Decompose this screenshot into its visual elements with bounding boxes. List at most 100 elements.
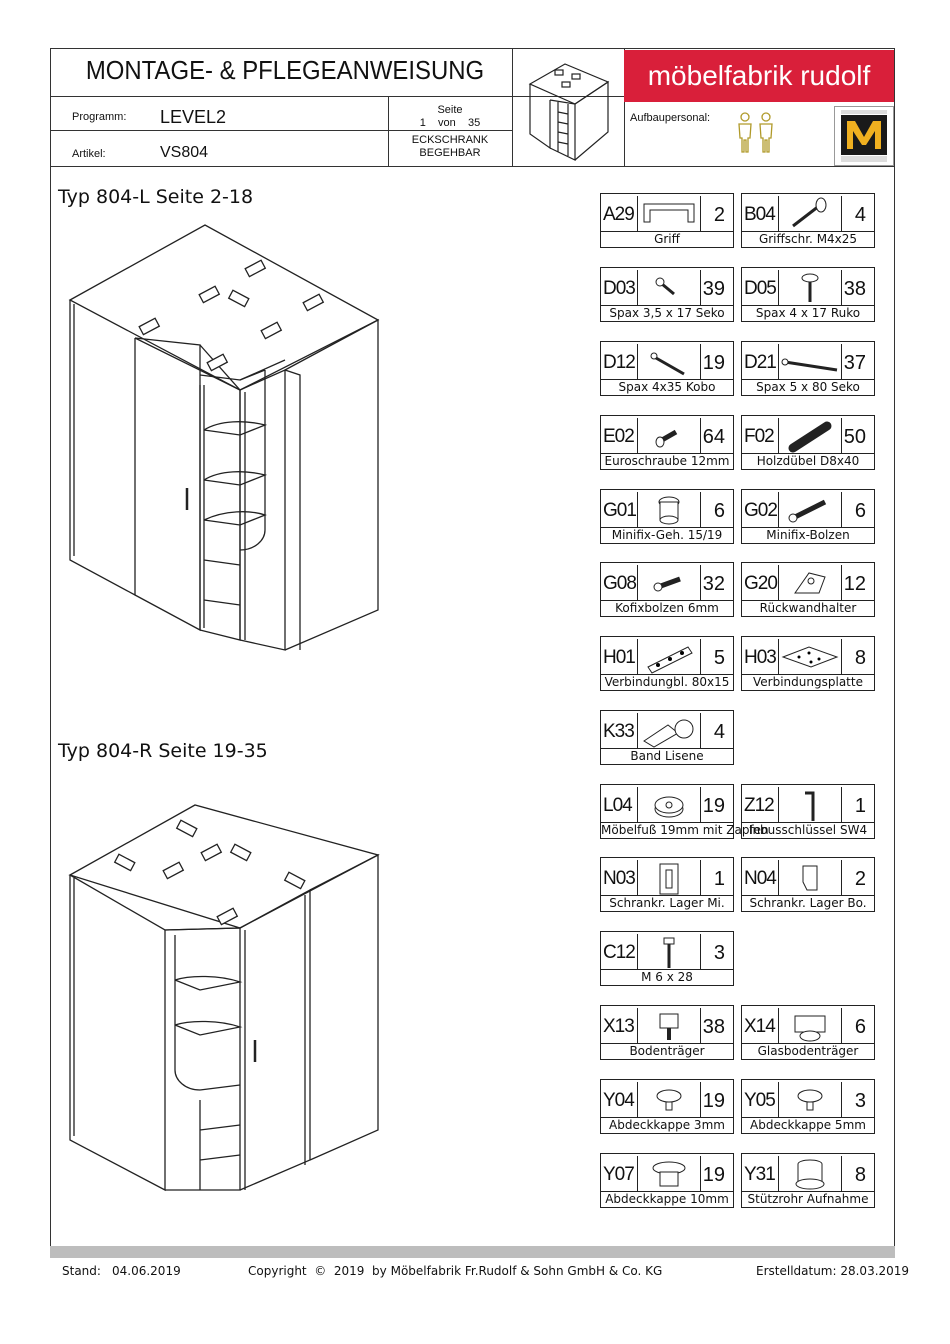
part-name: Spax 3,5 x 17 Seko [601,305,733,321]
part-quantity: 6 [854,1016,866,1038]
very-long-screw-icon [778,344,842,380]
part-code: X13 [603,1016,635,1037]
cabinet-left-drawing [60,220,390,660]
part-quantity: 64 [702,426,725,448]
part-name: Schrankr. Lager Bo. [742,895,874,911]
header-divider [50,96,624,97]
rail-bearing-bottom-icon [778,860,842,896]
part-code: B04 [744,204,776,225]
brand-logo: möbelfabrik rudolf [624,50,894,102]
part-code: D21 [744,352,777,373]
part-name: Rückwandhalter [742,600,874,616]
part-code: N04 [744,868,777,889]
glass-shelf-support-icon [778,1008,842,1044]
artikel-value: VS804 [160,144,209,161]
header-divider [50,166,895,167]
part-code: A29 [603,204,635,225]
section-title-right: Typ 804-R Seite 19-35 [58,740,268,762]
part-quantity: 6 [713,500,725,522]
part-name: M 6 x 28 [601,969,733,985]
cover-cap-icon [778,1082,842,1118]
part-code: K33 [603,721,635,742]
part-quantity: 19 [702,1090,725,1112]
part-quantity: 1 [713,868,725,890]
connector-strip-icon [637,639,701,675]
copyright-text: Copyright © 2019 by Möbelfabrik Fr.Rudol… [248,1264,663,1278]
large-cover-cap-icon [637,1156,701,1192]
support-tube-icon [778,1156,842,1192]
part-quantity: 6 [854,500,866,522]
part-code: H03 [744,647,777,668]
part-quantity: 50 [843,426,866,448]
kofix-bolt-icon [637,565,701,601]
dowel-icon [778,418,842,454]
part-code: G01 [603,500,637,521]
part-code: D03 [603,278,636,299]
part-name: Band Lisene [601,748,733,764]
header-divider [624,48,625,166]
part-quantity: 3 [854,1090,866,1112]
short-screw-icon [637,270,701,306]
footer-bar [50,1246,895,1258]
product-type-line1: ECKSCHRANK [411,134,489,146]
part-name: Griff [601,231,733,247]
euro-screw-icon [637,418,701,454]
part-name: Minifix-Bolzen [742,527,874,543]
part-code: Y31 [744,1164,776,1185]
part-quantity: 38 [843,278,866,300]
part-quantity: 19 [702,795,725,817]
erstelldatum: Erstelldatum: 28.03.2019 [756,1264,910,1278]
part-name: Abdeckkappe 10mm [601,1191,733,1207]
part-code: G20 [744,573,778,594]
cabinet-thumbnail-icon [520,52,620,164]
part-code: F02 [744,426,775,447]
part-code: E02 [603,426,635,447]
part-code: Z12 [744,795,775,816]
part-name: Spax 5 x 80 Seko [742,379,874,395]
part-quantity: 4 [854,204,866,226]
part-code: G02 [744,500,778,521]
stand-value: 04.06.2019 [112,1264,181,1278]
backwall-holder-icon [778,565,842,601]
part-name: Spax 4x35 Kobo [601,379,733,395]
screw-icon [778,196,842,232]
part-quantity: 32 [702,573,725,595]
part-quantity: 19 [702,1164,725,1186]
minifix-housing-icon [637,492,701,528]
part-name: Euroschraube 12mm [601,453,733,469]
part-quantity: 3 [713,942,725,964]
part-code: Y05 [744,1090,776,1111]
part-quantity: 5 [713,647,725,669]
handle-icon [637,196,701,232]
part-quantity: 8 [854,647,866,669]
section-title-left: Typ 804-L Seite 2-18 [58,186,254,208]
part-name: Verbindungsplatte [742,674,874,690]
allen-key-icon [778,787,842,823]
part-quantity: 19 [702,352,725,374]
artikel-label: Artikel: [72,148,106,160]
part-quantity: 4 [713,721,725,743]
part-name: Schrankr. Lager Mi. [601,895,733,911]
part-quantity: 12 [843,573,866,595]
part-name: Minifix-Geh. 15/19 [601,527,733,543]
part-name: Verbindungbl. 80x15 [601,674,733,690]
part-code: L04 [603,795,633,816]
part-quantity: 1 [854,795,866,817]
part-code: N03 [603,868,636,889]
stand-label: Stand: [62,1264,101,1278]
product-type-line2: BEGEHBAR [419,147,481,159]
part-code: X14 [744,1016,776,1037]
cover-cap-icon [637,1082,701,1118]
